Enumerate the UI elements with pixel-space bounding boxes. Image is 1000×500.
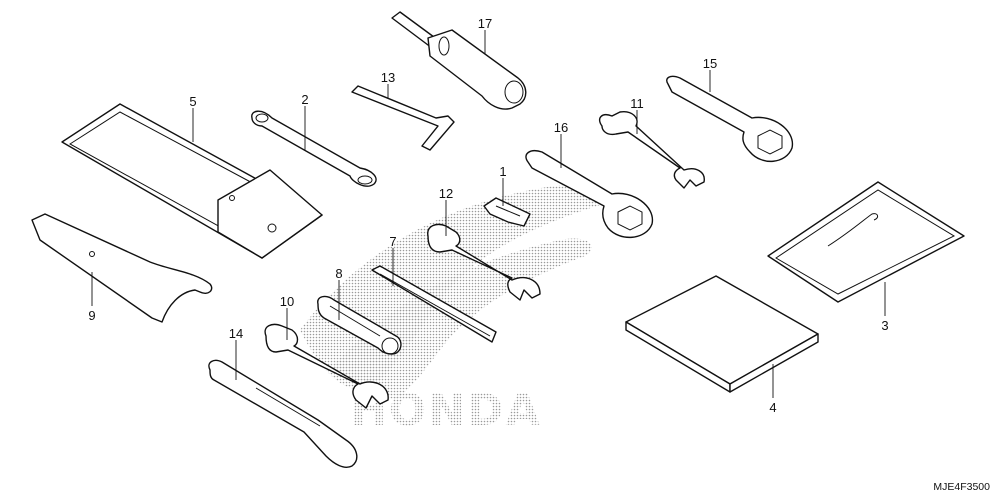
- callout-7: 7: [389, 234, 396, 249]
- part-3-manual-case: [767, 181, 965, 303]
- callout-8: 8: [335, 266, 342, 281]
- part-1-fuse-puller: [483, 197, 531, 227]
- callout-17: 17: [478, 16, 492, 31]
- part-17-spark-plug-wrench: [391, 11, 527, 110]
- part-4-owners-manual: [625, 275, 819, 393]
- part-11-open-end-wrench: [598, 111, 705, 189]
- part-7-screwdriver: [371, 265, 497, 343]
- part-15-ring-spanner: [666, 75, 794, 162]
- callout-16: 16: [554, 120, 568, 135]
- callout-4: 4: [769, 400, 776, 415]
- callout-12: 12: [439, 186, 453, 201]
- part-2-tommy-bar: [251, 110, 377, 187]
- part-9-pin-spanner: [31, 213, 213, 323]
- part-10-open-end-wrench: [264, 323, 389, 409]
- callout-3: 3: [881, 318, 888, 333]
- callout-10: 10: [280, 294, 294, 309]
- part-13-hex-wrench: [351, 85, 455, 151]
- leader-lines: [91, 30, 886, 398]
- part-code: MJE4F3500: [933, 481, 990, 493]
- callout-5: 5: [189, 94, 196, 109]
- callout-15: 15: [703, 56, 717, 71]
- callout-labels: 1 2 3 4 5 7 8 9 10 11 12 13 14 15 16 17: [88, 16, 888, 415]
- callout-14: 14: [229, 326, 243, 341]
- part-14-extension-handle: [208, 359, 358, 468]
- callout-9: 9: [88, 308, 95, 323]
- callout-11: 11: [630, 96, 644, 111]
- callout-2: 2: [301, 92, 308, 107]
- part-16-ring-spanner: [525, 150, 654, 238]
- callout-13: 13: [381, 70, 395, 85]
- honda-wing-logo: [300, 184, 608, 400]
- part-5-tool-bag: [61, 103, 323, 259]
- callout-1: 1: [499, 164, 506, 179]
